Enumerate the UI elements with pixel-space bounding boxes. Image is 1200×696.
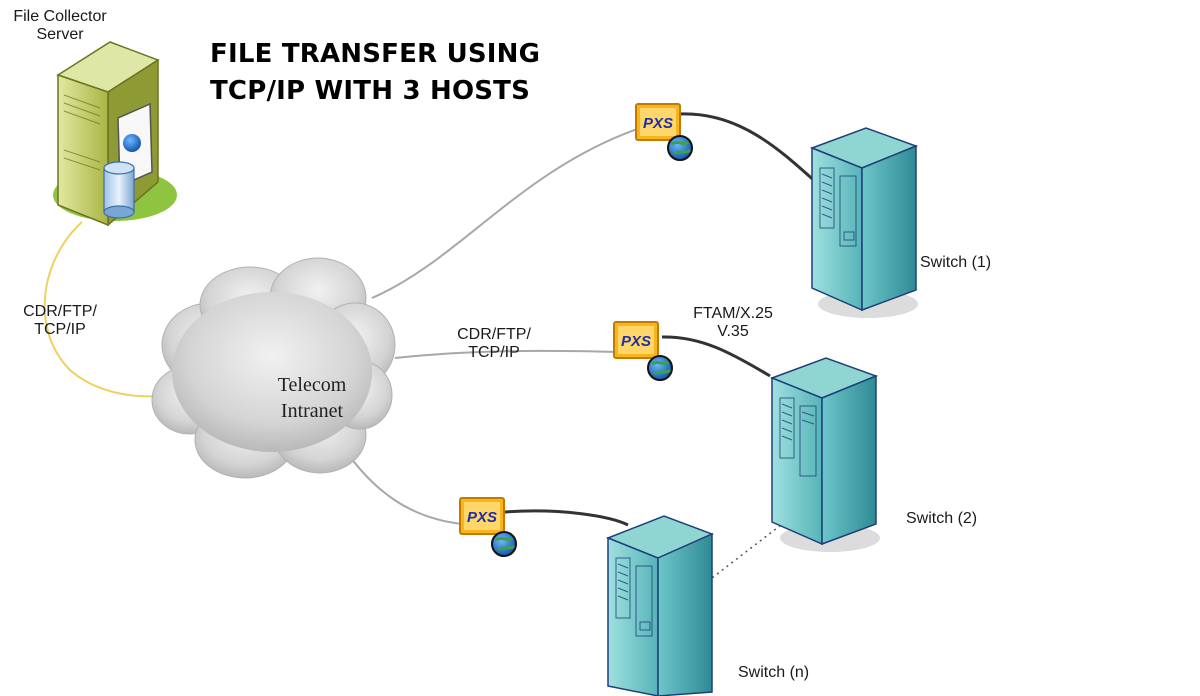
server-label: File Collector Server [8, 8, 112, 44]
pxs-label: PXS [643, 115, 673, 132]
pxs-adapter-1: PXS [635, 103, 693, 161]
cloud-label-line-2: Intranet [280, 400, 344, 422]
left-link-label: CDR/FTP/ TCP/IP [6, 303, 114, 339]
cloud-label-line-1: Telecom [277, 374, 347, 396]
server-icon [53, 41, 177, 227]
pxs-adapter-2: PXS [613, 321, 673, 381]
server-label-line-1: File Collector [13, 8, 107, 25]
cloud-pxs2-link [394, 349, 619, 359]
cloud-icon [151, 257, 396, 479]
middle-link-label: CDR/FTP/ TCP/IP [440, 326, 548, 362]
left-link-label-line-2: TCP/IP [34, 321, 86, 338]
title-line-2: TCP/IP WITH 3 HOSTS [210, 76, 531, 106]
switch-2-label: Switch (2) [906, 510, 978, 527]
pxs3-switch3-link [504, 509, 629, 527]
switch2-switchn-dotted-link [711, 517, 791, 579]
left-link-label-line-1: CDR/FTP/ [23, 303, 97, 320]
switch-cabinet-icon [769, 357, 880, 552]
title-line-1: FILE TRANSFER USING [210, 39, 541, 69]
cloud-pxs1-link [371, 127, 641, 299]
database-icon [103, 161, 135, 219]
ftam-label-line-1: FTAM/X.25 [693, 305, 773, 322]
pxs2-switch2-link [661, 335, 771, 378]
globe-icon [647, 355, 673, 381]
ftam-label-line-2: V.35 [717, 323, 749, 340]
switch-cabinet-icon [605, 515, 714, 696]
middle-link-label-line-1: CDR/FTP/ [457, 326, 531, 343]
pxs-adapter-3: PXS [459, 497, 517, 557]
pxs1-switch1-link [679, 112, 820, 186]
pxs-label: PXS [621, 333, 651, 350]
server-cloud-link [43, 221, 161, 398]
ftam-label: FTAM/X.25 V.35 [678, 305, 788, 341]
globe-icon [491, 531, 517, 557]
globe-icon [667, 135, 693, 161]
pxs-label: PXS [467, 509, 497, 526]
cloud-pxs3-link [344, 449, 463, 525]
cloud-label: Telecom Intranet [252, 372, 372, 424]
middle-link-label-line-2: TCP/IP [468, 344, 520, 361]
switch-cabinet-icon [809, 127, 919, 318]
switch-1-label: Switch (1) [920, 254, 992, 271]
switch-n-label: Switch (n) [738, 664, 810, 681]
server-label-line-2: Server [36, 26, 84, 43]
diagram-title: FILE TRANSFER USING TCP/IP WITH 3 HOSTS [210, 36, 540, 110]
